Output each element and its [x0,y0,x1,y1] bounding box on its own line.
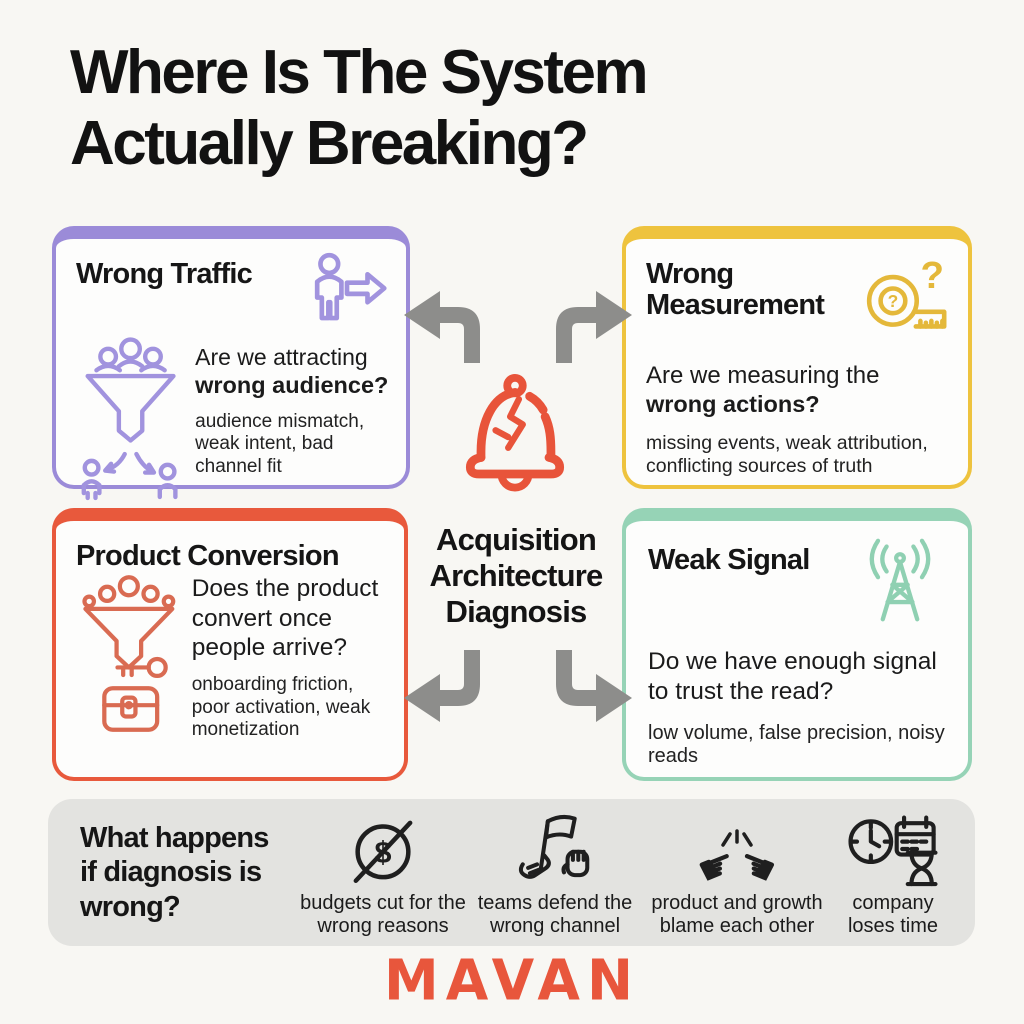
card-details: low volume, false precision, noisy reads [648,721,945,768]
card-wrong-traffic: Wrong Traffic [52,226,410,501]
pointing-fingers-icon: ☛ ☚ [690,808,784,896]
card-question: Do we have enough signal to trust the re… [648,648,937,705]
card-details: onboarding friction, poor activation, we… [191,674,371,741]
tape-measure-question-icon: ? ? [867,254,947,329]
card-details: audience mismatch, weak intent, bad chan… [195,410,365,477]
card-wrong-measurement: Wrong Measurement ? ? Are we measuring t… [622,226,972,489]
person-exit-arrow-icon [314,252,387,321]
crossed-dollar-icon: $ [345,808,421,888]
flag-fist-icon [512,808,598,888]
card-question: Are we measuring the wrong actions? [646,362,880,418]
card-title: Product Conversion [76,540,340,572]
pointing-hand-left-glyph: ☚ [730,836,784,896]
clock-calendar-hourglass-icon [845,808,941,888]
card-title: Wrong Measurement [646,258,825,321]
card-details: missing events, weak attribution, confli… [646,431,928,477]
consequences-bar: What happens if diagnosis is wrong? $ bu… [48,799,975,946]
branch-arrows-up-icon [404,291,632,363]
conversion-funnel-key-chest-icon [82,574,176,732]
consequence-item: $ budgets cut for the wrong reasons [297,808,469,938]
brand-logo: MAVAN [384,947,640,1013]
cracked-bell-icon [452,372,578,513]
svg-text:?: ? [921,254,944,297]
card-title: Weak Signal [648,544,810,576]
page-title: Where Is The System Actually Breaking? [70,38,649,178]
pointing-hand-right-glyph: ☛ [690,836,744,896]
card-product-conversion: Product Conversion Does the product conv… [52,508,408,781]
consequence-item: teams defend the wrong channel [469,808,641,938]
card-title: Wrong Traffic [76,258,253,290]
consequence-item: company loses time [833,808,953,938]
card-question: Are we attracting wrong audience? [195,344,389,399]
card-weak-signal: Weak Signal Do we have enough signal to … [622,508,972,781]
svg-text:?: ? [888,291,899,311]
radio-tower-icon [869,538,931,622]
audience-funnel-icon [81,337,178,501]
consequences-title: What happens if diagnosis is wrong? [80,822,269,923]
card-question: Does the product convert once people arr… [191,574,379,662]
consequence-item: ☛ ☚ product and growth blame each other [641,808,833,938]
center-label: Acquisition Architecture Diagnosis [429,522,603,629]
branch-arrows-down-icon [404,650,632,722]
